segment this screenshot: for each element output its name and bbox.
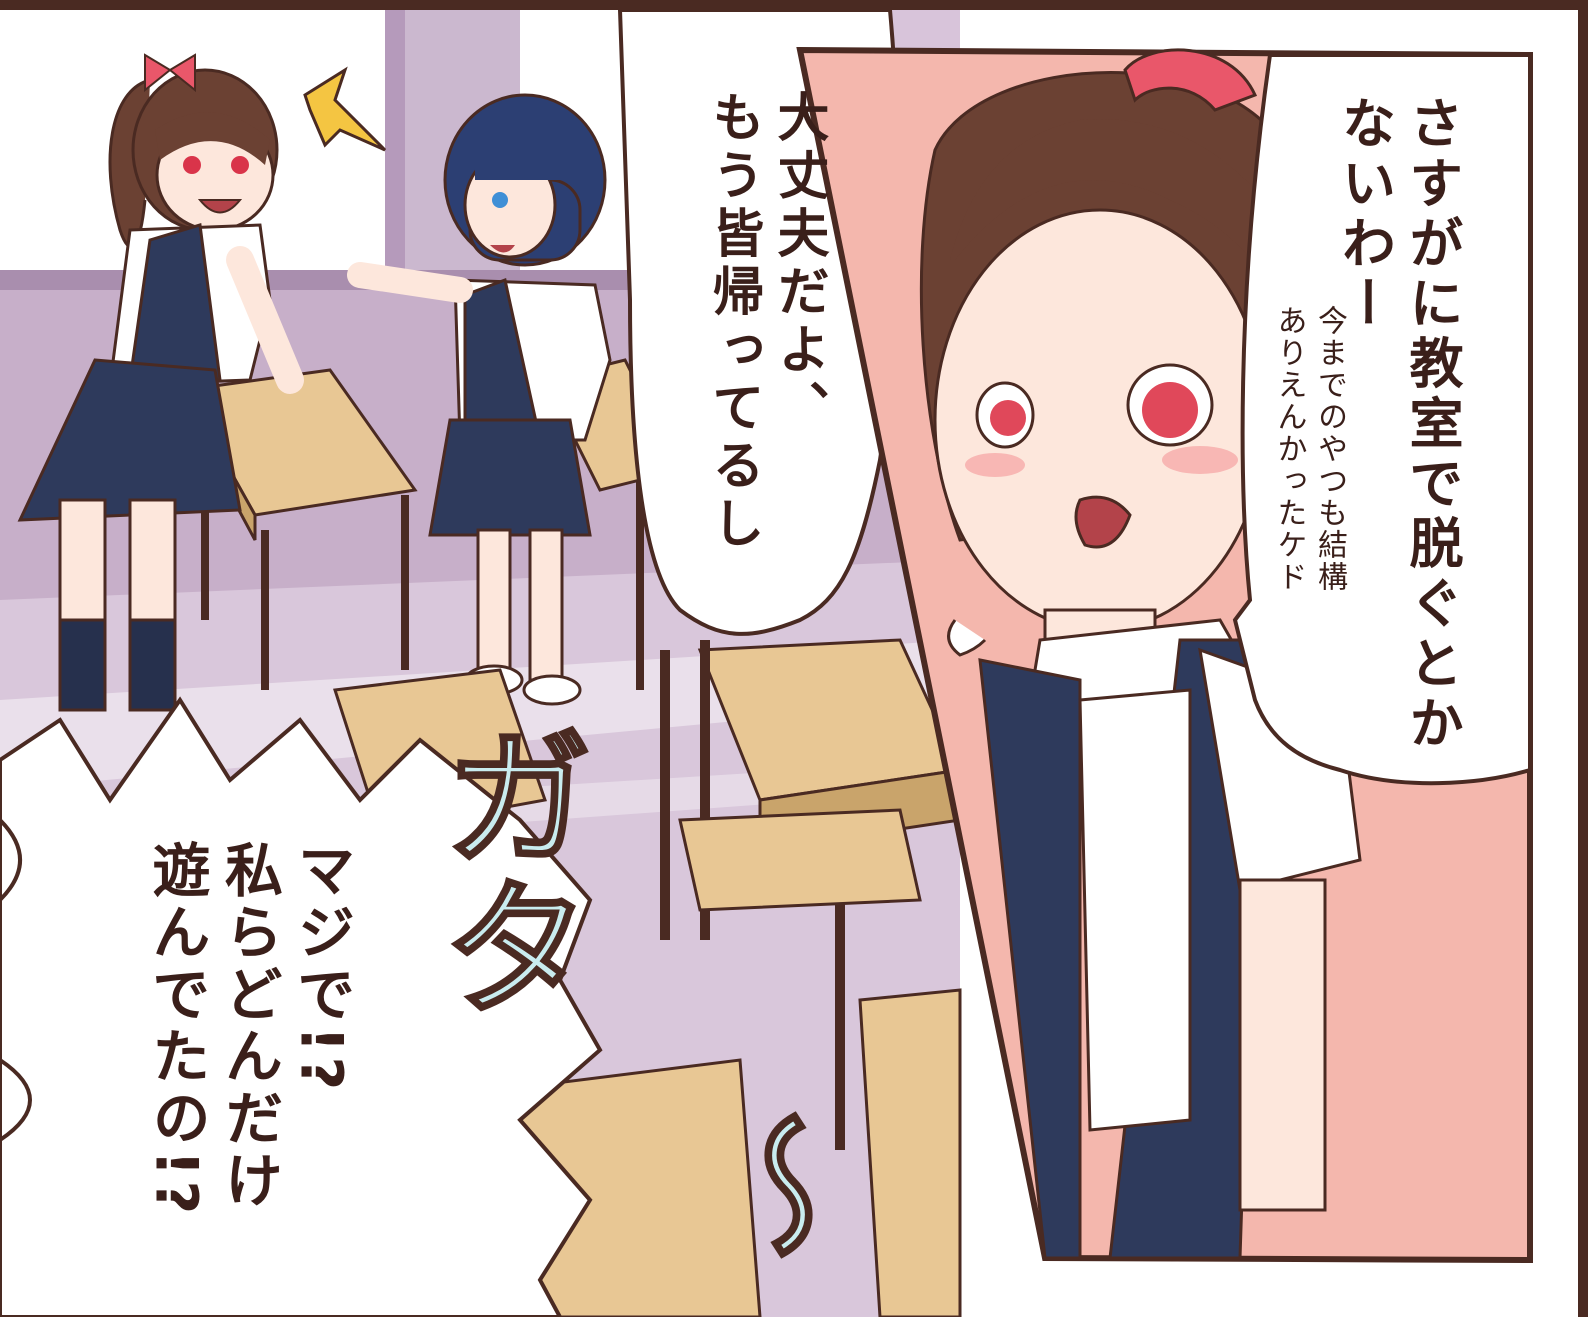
top-border xyxy=(0,0,1588,10)
anger-mark xyxy=(303,66,387,152)
sfx-chair-text: ガタ xyxy=(417,719,594,1022)
speech-dark-hair-text: 大丈夫だよ、 もう皆帰ってるし xyxy=(703,90,828,554)
speech-right-main-text: さすがに教室で脱ぐとか ないわー xyxy=(1332,95,1464,755)
speech-bubble-right xyxy=(1232,53,1532,786)
shout-bubble xyxy=(0,696,603,1317)
right-border xyxy=(1578,0,1588,1317)
speech-right-aside-text: 今までのやつも結構 ありえんかったケド xyxy=(1271,305,1348,593)
bob-girl xyxy=(347,93,612,706)
sfx-tilde-text: 〜 xyxy=(687,1109,864,1262)
ponytail-girl xyxy=(17,53,304,712)
shout-text: マジで!? 私らどんだけ 遊んでたの!? xyxy=(142,840,356,1219)
